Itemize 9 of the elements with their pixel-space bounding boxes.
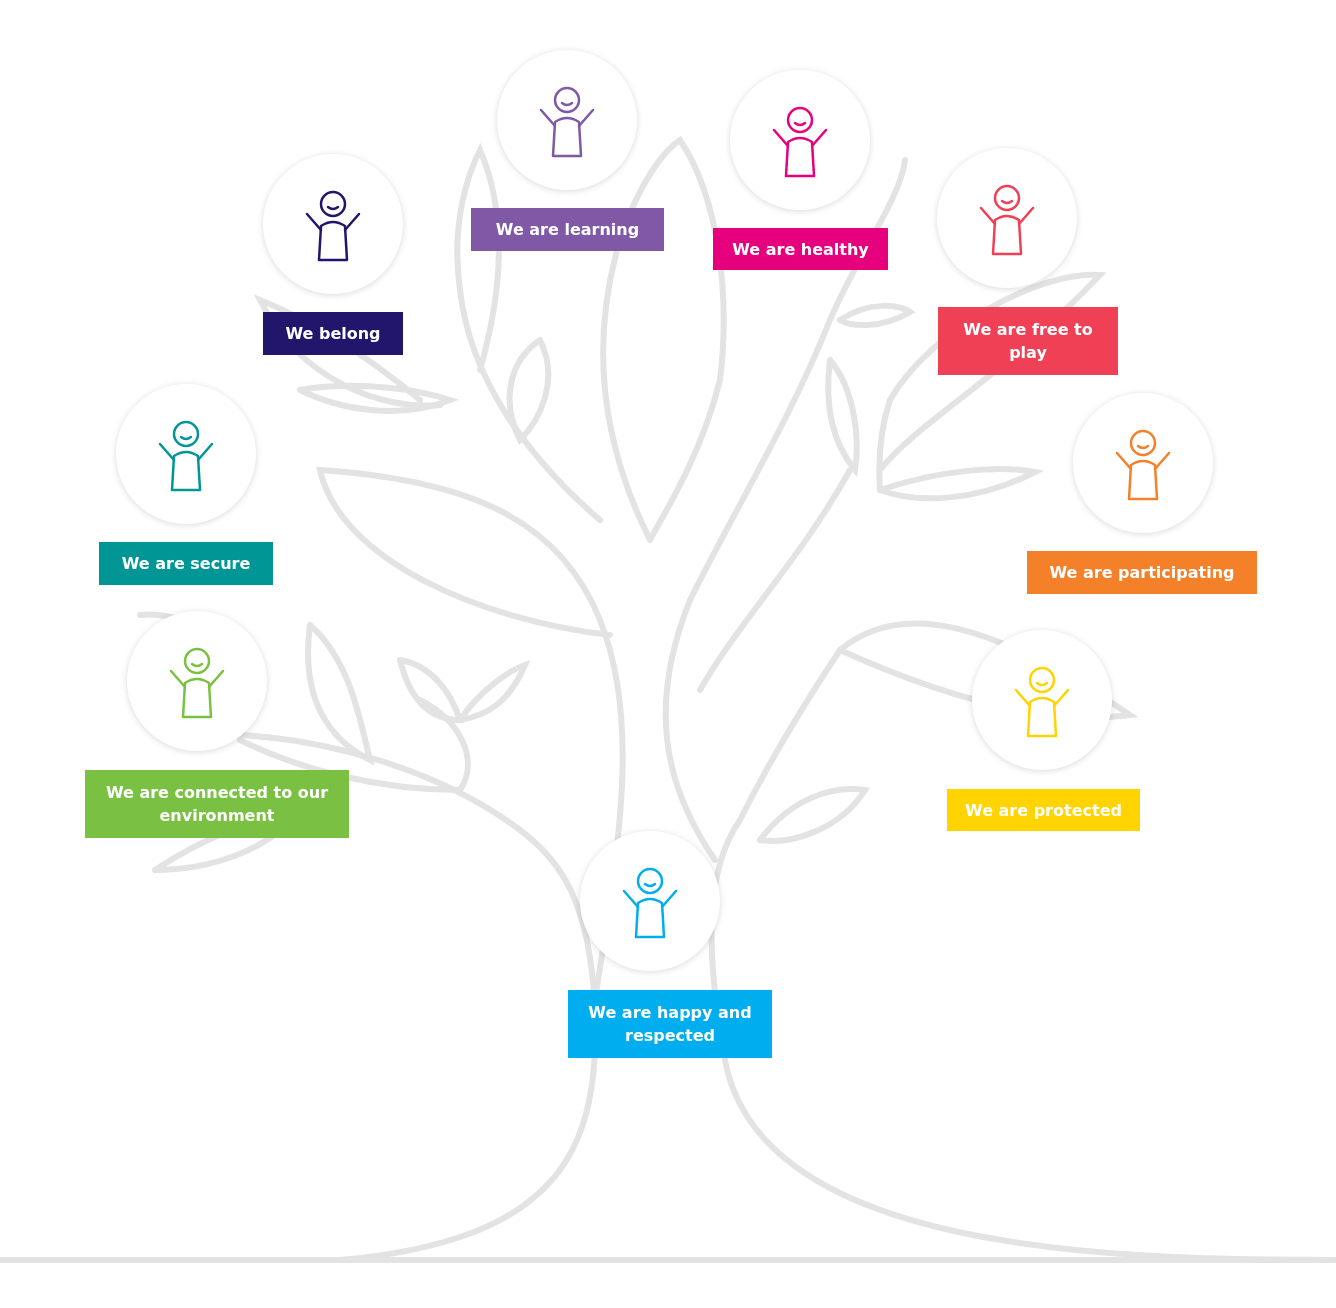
label-box: We are learning bbox=[471, 208, 664, 251]
label-box: We are happy and respected bbox=[568, 990, 772, 1058]
label-box: We are free to play bbox=[938, 307, 1118, 375]
label-box: We are secure bbox=[99, 542, 273, 585]
label-box: We are protected bbox=[947, 789, 1140, 831]
label-box: We are connected to our environment bbox=[85, 770, 349, 838]
label-box: We are participating bbox=[1027, 551, 1257, 594]
label-box: We are healthy bbox=[713, 228, 888, 270]
label-box: We belong bbox=[263, 312, 403, 355]
